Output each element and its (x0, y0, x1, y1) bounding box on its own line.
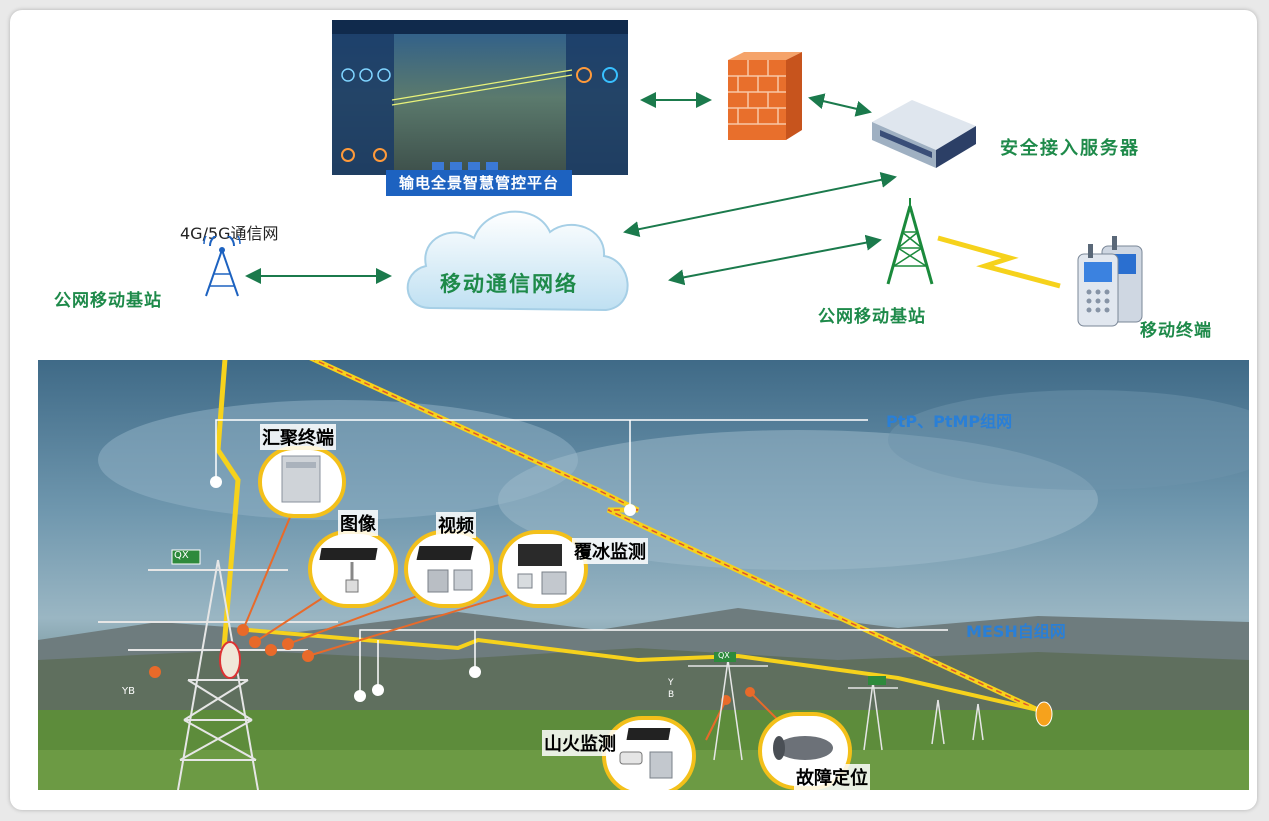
solar-panel-icon (319, 548, 378, 593)
diagram-frame: 输电全景智慧管控平台 安全接入服务器 移动通信网络 4G/5G通信网 (10, 10, 1257, 810)
aggregation-terminal-label: 汇聚终端 (260, 424, 336, 450)
monitor-screen-icon (332, 20, 628, 175)
image-device-circle (308, 530, 398, 608)
mesh-link (247, 628, 1039, 712)
transmission-scene: QX QX YB Y B PtP、PtMP组网 MESH自组网 汇聚终端 图像 (38, 360, 1249, 790)
fault-device-label: 故障定位 (794, 764, 870, 790)
icing-device-circle (498, 530, 588, 608)
server-label: 安全接入服务器 (1000, 138, 1140, 159)
ptp-link-diagonal-inner (313, 360, 1039, 711)
y-label: Y (668, 678, 674, 688)
base-station-right-label: 公网移动基站 (818, 307, 926, 327)
image-device-label: 图像 (338, 510, 378, 536)
mesh-network-label: MESH自组网 (966, 622, 1066, 641)
arrow-firewall-server (808, 93, 872, 117)
tower-tag-far: QX (718, 651, 730, 660)
camera-icon (619, 728, 673, 779)
yb-label: YB (122, 686, 135, 697)
platform-title-bar: 输电全景智慧管控平台 (386, 170, 572, 196)
ptp-network-label: PtP、PtMP组网 (886, 412, 1013, 431)
mobile-phone-icon (1077, 236, 1143, 327)
sensor-box-icon (773, 736, 833, 760)
antenna-tower-icon (886, 198, 934, 285)
sensor-box-icon (517, 544, 567, 595)
arrow-cloud-basestation (668, 234, 882, 286)
cloud-label: 移动通信网络 (440, 272, 578, 296)
transmission-tower-icon (98, 559, 338, 790)
firewall-icon (728, 52, 802, 140)
b-label: B (668, 690, 675, 700)
video-device-label: 视频 (436, 512, 476, 538)
aggregation-terminal-circle (258, 446, 346, 518)
sensor-box-icon (281, 455, 321, 503)
base-station-left-label: 公网移动基站 (54, 291, 162, 311)
scene-artwork (38, 360, 1249, 790)
camera-icon (416, 546, 474, 593)
platform-screen (332, 20, 628, 175)
fire-device-label: 山火监测 (542, 730, 618, 756)
arrow-cloud-server (623, 171, 897, 238)
antenna-tower-icon (203, 236, 241, 297)
tower-tag-main: QX (174, 550, 189, 561)
mobile-terminal-label: 移动终端 (1140, 321, 1212, 341)
server-icon (872, 100, 976, 168)
lightning-icon (937, 235, 1061, 289)
video-device-circle (404, 530, 494, 608)
cloud-icon (406, 210, 629, 312)
connections-layer (245, 92, 1061, 289)
icing-device-label: 覆冰监测 (572, 538, 648, 564)
